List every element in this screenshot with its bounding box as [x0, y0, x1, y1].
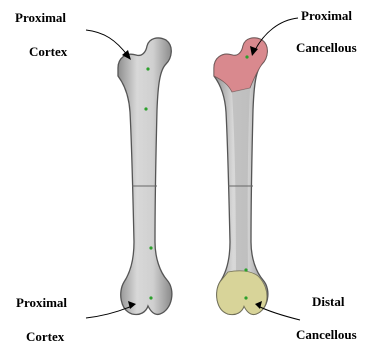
label-top-right-line2: Cancellous	[296, 40, 357, 55]
label-bottom-right-line1: Distal	[312, 294, 345, 309]
right-marker-head	[245, 55, 248, 58]
left-marker-head	[146, 67, 149, 70]
label-bottom-left-line1: Proximal	[16, 295, 67, 310]
label-top-right-line1: Proximal	[301, 8, 352, 23]
leader-top-left	[86, 30, 128, 56]
left-marker-upper	[144, 107, 147, 110]
left-marker-lower	[149, 246, 152, 249]
left-marker-condyle	[149, 296, 152, 299]
left-femur-outline	[118, 38, 172, 315]
label-bottom-left-line2: Cortex	[26, 329, 65, 344]
right-marker-lower	[244, 268, 247, 271]
right-marker-condyle	[244, 296, 247, 299]
label-bottom-right-line2: Cancellous	[296, 327, 357, 342]
label-top-left-line1: Proximal	[15, 10, 66, 25]
left-femur	[118, 38, 172, 315]
label-top-left-line2: Cortex	[29, 44, 68, 59]
right-femur	[214, 38, 268, 315]
